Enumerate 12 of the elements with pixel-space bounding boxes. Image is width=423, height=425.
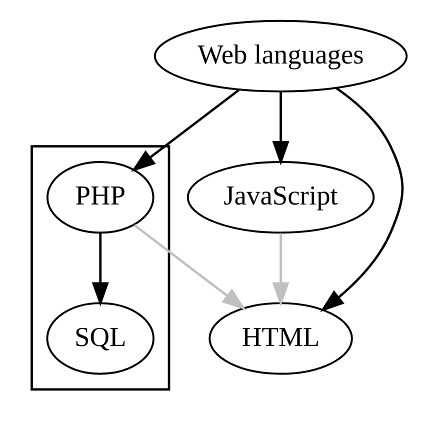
arrow [134, 224, 246, 310]
node-ellipse: Web languages [154, 19, 408, 92]
arrow [272, 92, 290, 165]
node-ellipse: PHP [46, 160, 154, 234]
arrow [272, 232, 290, 306]
node-ellipse: JavaScript [186, 160, 375, 234]
arrow [320, 86, 404, 312]
node-ellipse: SQL [46, 302, 154, 374]
cluster [30, 144, 170, 390]
arrow [131, 88, 240, 172]
arrow [92, 232, 109, 306]
node-ellipse: HTML [208, 302, 353, 374]
